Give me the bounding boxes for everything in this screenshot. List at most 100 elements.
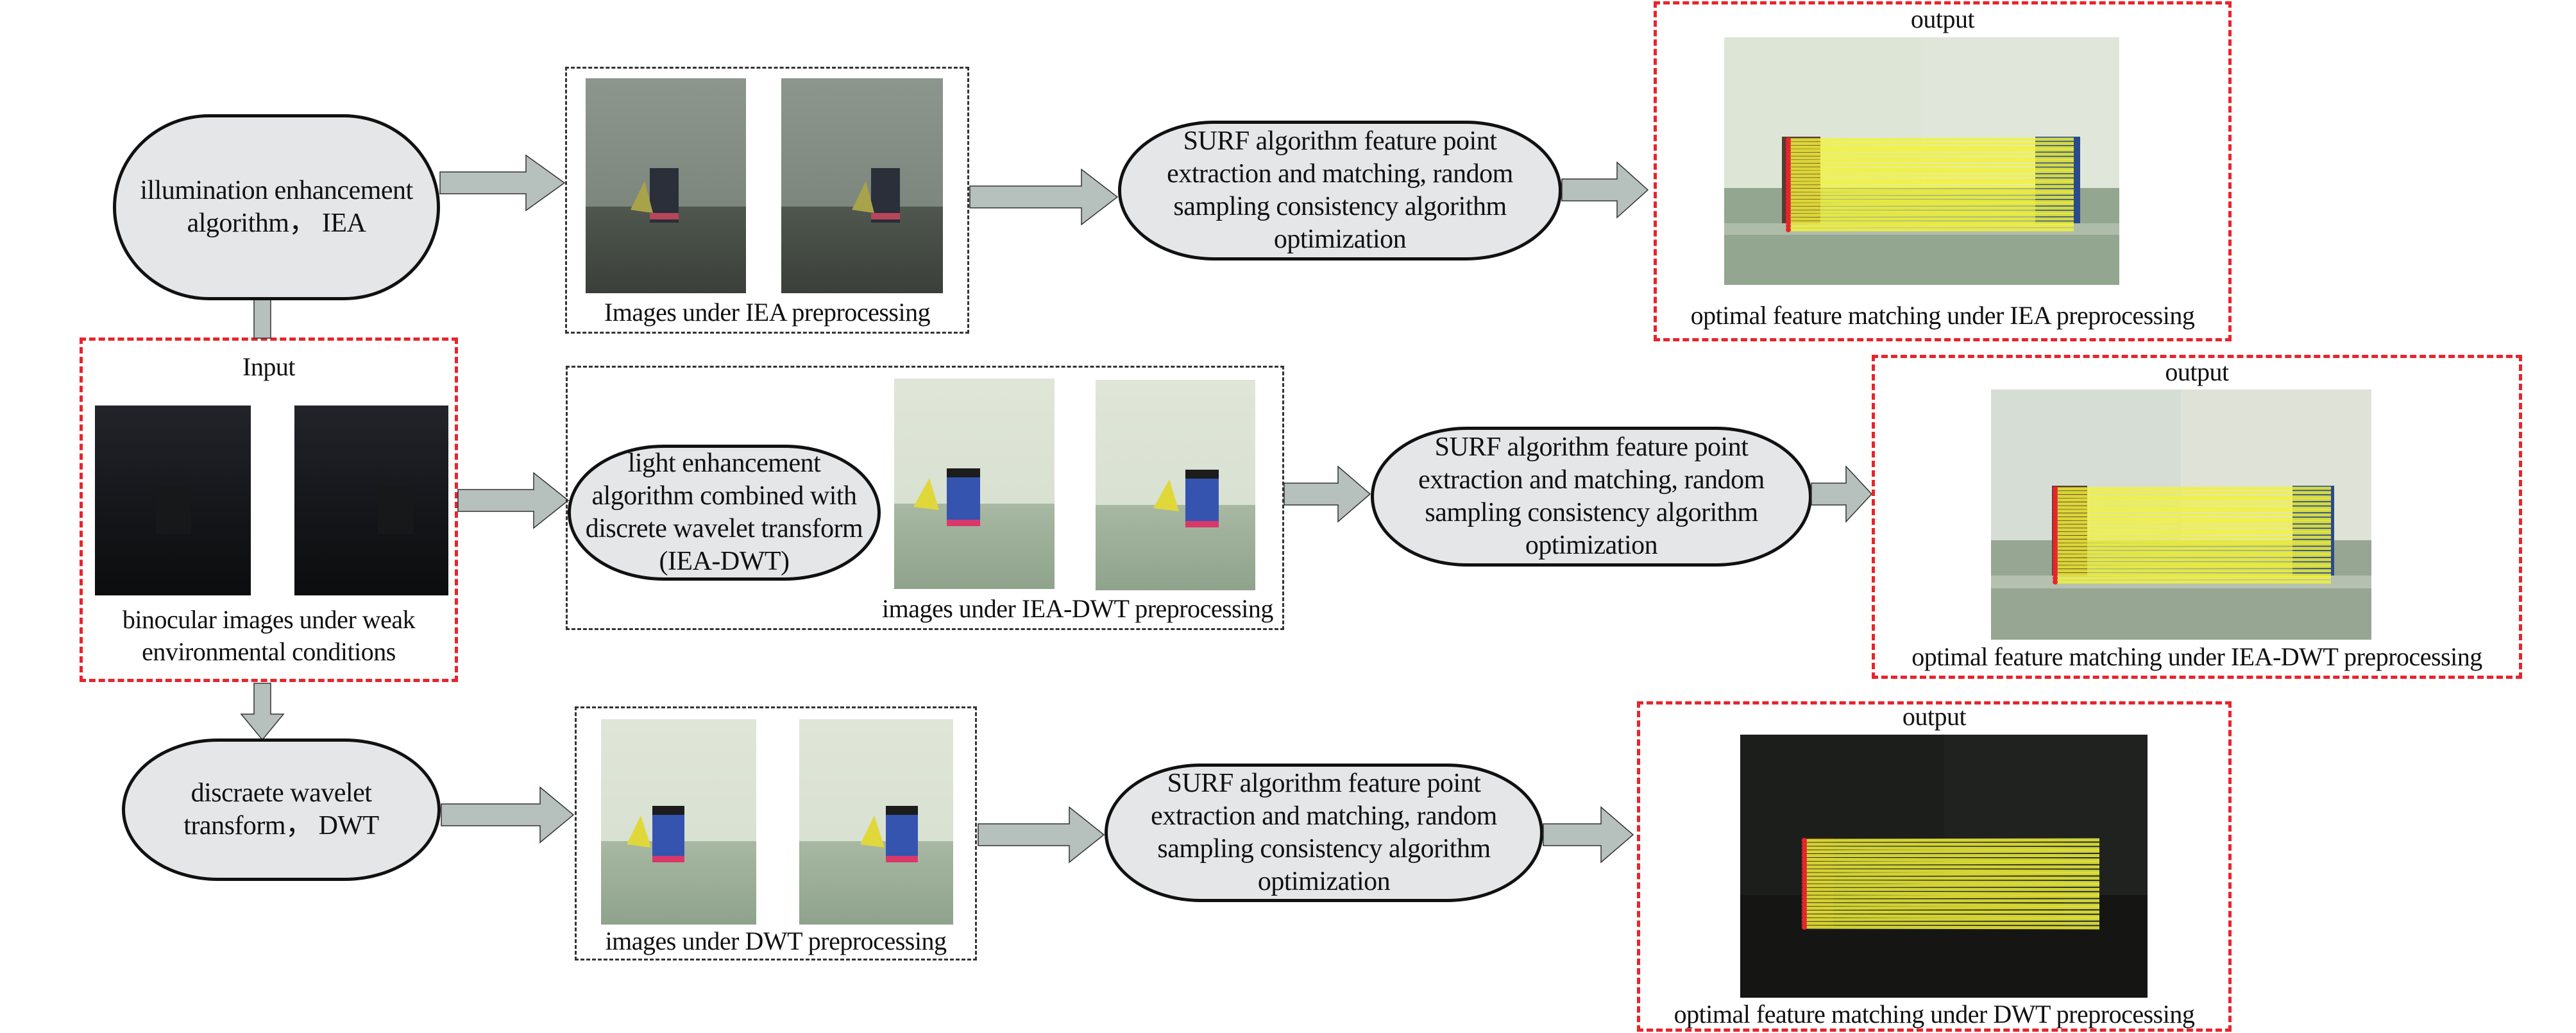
match-line — [1804, 838, 2100, 842]
keypoint-marker — [2053, 579, 2058, 585]
match-line — [1804, 891, 2100, 896]
match-line — [1788, 188, 2074, 192]
keypoint-marker — [1786, 158, 1791, 164]
iea-dwt-method-line1: light enhancement — [627, 448, 821, 478]
keypoint-marker — [2053, 557, 2058, 563]
match-line — [1804, 849, 2100, 854]
keypoint-marker — [1802, 864, 1807, 870]
dwt-output-matching-image — [1740, 735, 2148, 998]
keypoint-marker — [1786, 148, 1791, 153]
dwt-method-node: discraete wavelet transform， DWT — [122, 738, 441, 881]
keypoint-marker — [1802, 845, 1807, 851]
keypoint-marker — [2053, 538, 2058, 544]
keypoint-marker — [1802, 901, 1807, 907]
match-line — [2055, 551, 2332, 555]
arrow-iea-images-to-surf — [969, 168, 1120, 226]
keypoint-marker — [1786, 173, 1791, 178]
iea-dwt-output-matching-image — [1991, 389, 2371, 640]
match-line — [2055, 528, 2332, 533]
keypoint-marker — [1786, 151, 1791, 157]
keypoint-marker — [2053, 490, 2058, 495]
keypoint-marker — [1802, 853, 1807, 858]
match-line — [1788, 148, 2074, 153]
keypoint-marker — [1802, 917, 1807, 923]
iea-image-right — [781, 78, 943, 293]
match-line — [1804, 860, 2100, 865]
dwt-surf-line1: SURF algorithm feature point — [1167, 768, 1481, 798]
keypoint-marker — [1802, 898, 1807, 903]
match-line — [2055, 539, 2332, 543]
dwt-surf-line3: sampling consistency algorithm — [1157, 834, 1491, 864]
match-line — [1788, 137, 2074, 142]
keypoint-marker — [2053, 561, 2058, 566]
iea-method-node: illumination enhancement algorithm， IEA — [113, 114, 440, 300]
match-line — [2055, 561, 2332, 566]
dwt-image-right — [799, 719, 953, 925]
keypoint-marker — [2053, 531, 2058, 536]
input-image-right — [294, 406, 448, 595]
match-line — [1804, 880, 2100, 885]
iea-dwt-surf-line3: sampling consistency algorithm — [1425, 498, 1758, 527]
match-line — [1804, 857, 2100, 862]
keypoint-marker — [1786, 180, 1791, 186]
keypoint-marker — [2053, 542, 2058, 547]
keypoint-marker — [1802, 867, 1807, 873]
iea-dwt-preprocessed-box — [566, 366, 1284, 630]
iea-preprocessed-box — [565, 67, 969, 334]
dwt-surf-line2: extraction and matching, random — [1151, 801, 1497, 831]
iea-output-matching-image — [1724, 37, 2119, 285]
keypoint-marker — [1786, 176, 1791, 182]
input-caption-line1: binocular images under weak — [122, 605, 416, 634]
match-line — [1788, 180, 2074, 185]
match-line — [2055, 576, 2332, 580]
keypoint-marker — [1786, 201, 1791, 207]
keypoint-marker — [2053, 493, 2058, 499]
match-line — [1804, 906, 2100, 910]
keypoint-marker — [1802, 921, 1807, 926]
iea-output-caption: optimal feature matching under IEA prepr… — [1690, 301, 2195, 330]
keypoint-marker — [1786, 219, 1791, 225]
keypoint-marker — [2053, 501, 2058, 507]
iea-surf-line1: SURF algorithm feature point — [1183, 126, 1497, 156]
iea-output-box — [1654, 1, 2232, 341]
keypoint-marker — [2053, 564, 2058, 570]
iea-match-canvas — [1724, 37, 2119, 285]
iea-surf-line3: sampling consistency algorithm — [1173, 192, 1507, 221]
keypoint-marker — [2053, 486, 2058, 491]
keypoint-marker — [1786, 212, 1791, 218]
keypoint-marker — [1802, 891, 1807, 896]
dwt-surf-line4: optimization — [1257, 867, 1391, 897]
keypoint-marker — [1802, 871, 1807, 877]
iea-preprocessed-caption: Images under IEA preprocessing — [604, 298, 931, 327]
arrow-dwt-to-images — [440, 786, 576, 844]
keypoint-marker — [1786, 209, 1791, 214]
keypoint-marker — [1786, 141, 1791, 146]
keypoint-marker — [1802, 883, 1807, 889]
dwt-output-box — [1637, 701, 2232, 1032]
match-line — [1788, 169, 2074, 174]
iea-dwt-surf-line4: optimization — [1525, 531, 1658, 561]
iea-method-line1: illumination enhancement — [140, 175, 413, 205]
keypoint-marker — [2053, 497, 2058, 503]
keypoint-marker — [1802, 894, 1807, 900]
match-line — [1788, 145, 2074, 149]
keypoint-marker — [1802, 887, 1807, 892]
dwt-output-title: output — [1902, 702, 1967, 731]
keypoint-marker — [1802, 838, 1807, 843]
keypoint-marker — [1786, 169, 1791, 175]
arrow-dwt-surf-to-output — [1542, 806, 1636, 864]
match-line — [2055, 516, 2332, 521]
input-title: Input — [242, 352, 295, 381]
dwt-preprocessed-box — [575, 706, 977, 960]
match-line — [1804, 894, 2100, 899]
input-box — [80, 337, 458, 682]
keypoint-marker — [1802, 913, 1807, 919]
match-line — [2055, 553, 2332, 558]
keypoint-marker — [1786, 166, 1791, 171]
keypoint-marker — [1786, 223, 1791, 229]
keypoint-marker — [1786, 198, 1791, 204]
iea-dwt-method-line4: (IEA-DWT) — [659, 547, 790, 577]
match-line — [2055, 531, 2332, 536]
dwt-method-line1: discraete wavelet — [191, 778, 372, 808]
keypoint-marker — [1786, 194, 1791, 200]
